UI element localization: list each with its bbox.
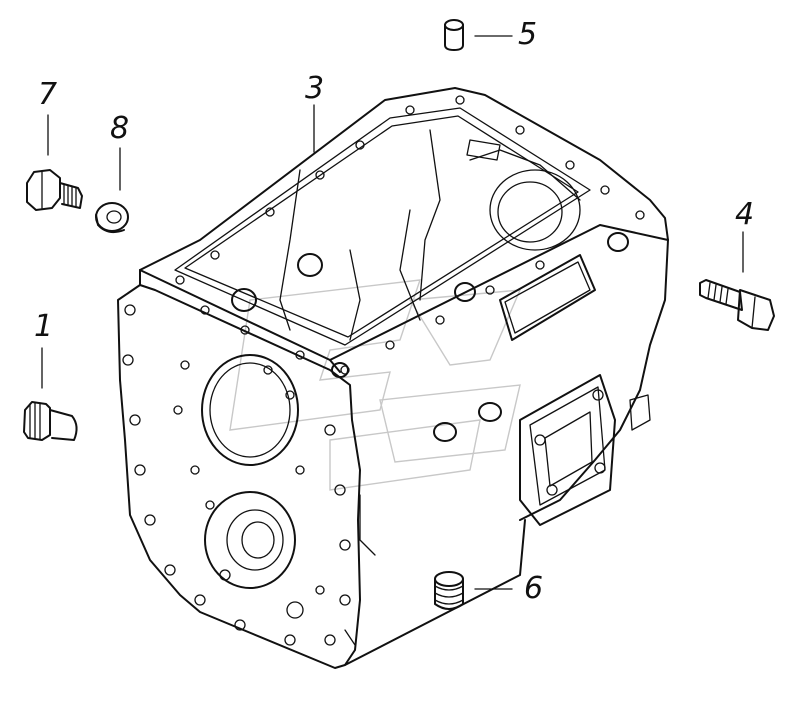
callout-8: 8 <box>110 111 130 146</box>
bolt-part-4 <box>699 231 775 331</box>
callout-1: 1 <box>34 309 54 344</box>
top-rim-bolt-holes <box>175 95 645 375</box>
callout-6: 6 <box>524 571 544 606</box>
watermark-logo <box>229 279 522 491</box>
washer-part-8 <box>95 147 129 234</box>
bolt-part-7 <box>26 114 83 211</box>
threaded-plug-part-6 <box>434 571 513 610</box>
callout-4: 4 <box>735 197 755 232</box>
transmission-housing <box>117 87 669 669</box>
plug-part-1 <box>23 347 78 441</box>
front-face-bolt-holes <box>122 304 351 646</box>
callout-5: 5 <box>518 17 538 52</box>
callout-3: 3 <box>305 71 325 106</box>
callout-7: 7 <box>38 77 58 112</box>
dowel-pin-part-5 <box>444 19 513 51</box>
